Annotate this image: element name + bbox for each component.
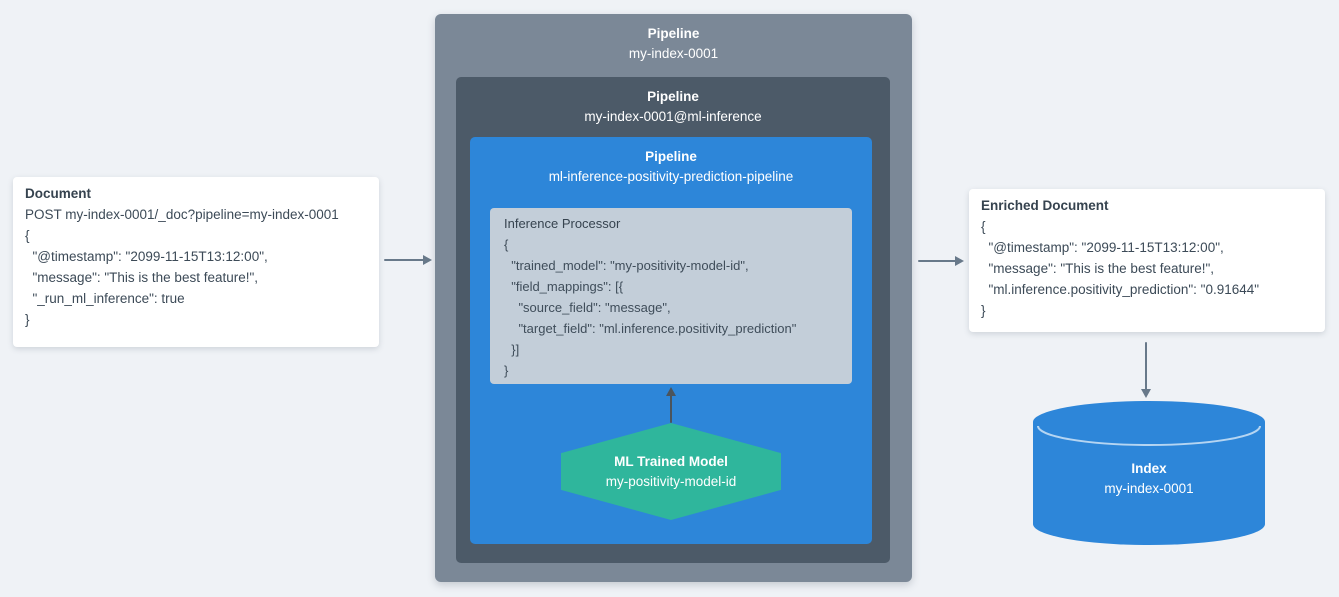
code-line: "@timestamp": "2099-11-15T13:12:00", [25, 249, 268, 264]
code-line: "message": "This is the best feature!", [25, 270, 259, 285]
code-line: "message": "This is the best feature!", [981, 261, 1215, 276]
code-line: "source_field": "message", [504, 300, 671, 315]
index-cylinder-shape-icon [1033, 401, 1265, 545]
code-line: } [981, 303, 986, 318]
pipeline-outer-box: Pipeline my-index-0001 Pipeline my-index… [435, 14, 912, 582]
pipeline-prediction-box: Pipeline ml-inference-positivity-predict… [470, 137, 872, 544]
arrow-model-to-processor-icon [665, 387, 677, 423]
code-line: { [504, 237, 509, 252]
document-card-code: POST my-index-0001/_doc?pipeline=my-inde… [25, 204, 367, 330]
code-line: "_run_ml_inference": true [25, 291, 185, 306]
arrow-shaft [670, 395, 672, 423]
code-line: { [25, 228, 30, 243]
enriched-document-title: Enriched Document [981, 198, 1109, 213]
arrow-shaft [918, 260, 956, 262]
pipeline-outer-name: my-index-0001 [628, 46, 719, 61]
inference-processor-panel: Inference Processor { "trained_model": "… [490, 208, 852, 384]
pipeline-ml-inference-label: Pipeline [647, 89, 699, 104]
index-cylinder: Index my-index-0001 [1033, 401, 1265, 545]
ml-trained-model-title: ML Trained Model [614, 453, 728, 469]
pipeline-prediction-label: Pipeline [645, 149, 697, 164]
arrow-head [423, 254, 432, 265]
arrow-head [665, 387, 676, 396]
code-line: } [25, 312, 30, 327]
code-line: POST my-index-0001/_doc?pipeline=my-inde… [25, 207, 339, 222]
arrow-head [955, 255, 964, 266]
arrow-shaft [384, 259, 424, 261]
pipeline-prediction-header: Pipeline ml-inference-positivity-predict… [470, 137, 872, 187]
pipeline-outer-header: Pipeline my-index-0001 [435, 14, 912, 64]
inference-processor-title: Inference Processor [504, 216, 621, 231]
ml-trained-model-hexagon: ML Trained Model my-positivity-model-id [561, 423, 781, 520]
code-line: "trained_model": "my-positivity-model-id… [504, 258, 749, 273]
enriched-document-code: { "@timestamp": "2099-11-15T13:12:00", "… [981, 216, 1313, 321]
pipeline-ml-inference-header: Pipeline my-index-0001@ml-inference [456, 77, 890, 127]
code-line: "@timestamp": "2099-11-15T13:12:00", [981, 240, 1224, 255]
code-line: "field_mappings": [{ [504, 279, 624, 294]
arrow-enriched-to-index-icon [1140, 342, 1152, 398]
document-card-title: Document [25, 186, 92, 201]
arrow-head [1140, 389, 1151, 398]
pipeline-outer-label: Pipeline [647, 26, 700, 41]
index-cylinder-labels: Index my-index-0001 [1033, 401, 1265, 545]
ml-trained-model-name: my-positivity-model-id [605, 473, 737, 489]
code-line: "target_field": "ml.inference.positivity… [504, 321, 797, 336]
pipeline-ml-inference-name: my-index-0001@ml-inference [584, 109, 762, 124]
inference-processor-code: { "trained_model": "my-positivity-model-… [504, 234, 838, 381]
index-name: my-index-0001 [1104, 481, 1194, 496]
arrow-shaft [1145, 342, 1147, 390]
document-card: Document POST my-index-0001/_doc?pipelin… [13, 177, 379, 347]
arrow-pipeline-to-enriched-icon [918, 255, 964, 267]
code-line: "ml.inference.positivity_prediction": "0… [981, 282, 1260, 297]
enriched-document-card: Enriched Document { "@timestamp": "2099-… [969, 189, 1325, 332]
index-title: Index [1131, 461, 1167, 476]
code-line: } [504, 363, 509, 378]
code-line: { [981, 219, 986, 234]
pipeline-prediction-name: ml-inference-positivity-prediction-pipel… [548, 169, 794, 184]
code-line: }] [504, 342, 520, 357]
pipeline-ml-inference-box: Pipeline my-index-0001@ml-inference Pipe… [456, 77, 890, 563]
arrow-document-to-pipeline-icon [384, 254, 432, 266]
